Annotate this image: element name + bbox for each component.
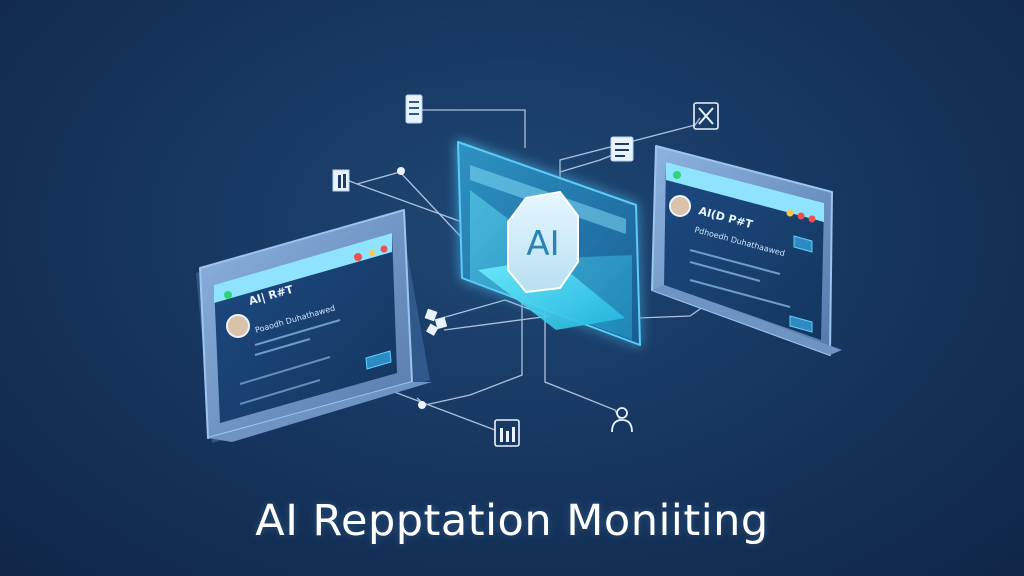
report-icon	[494, 419, 520, 447]
status-dot-icon	[224, 291, 232, 299]
tools-icon	[693, 102, 719, 130]
status-dot-icon	[673, 171, 681, 179]
status-dot-icon	[369, 250, 375, 256]
robot-avatar-icon	[669, 195, 691, 217]
bar-chart-icon	[332, 169, 350, 192]
chat-icon	[610, 136, 634, 162]
person-icon	[611, 407, 633, 433]
right-device: AI(D P#T Pdhoedh Duhathaawed	[651, 145, 842, 356]
status-dot-icon	[786, 209, 794, 217]
robot-avatar-icon	[226, 314, 250, 338]
page-title: AI Repptation Moniiting	[255, 496, 769, 546]
status-dot-icon	[797, 212, 805, 220]
status-dot-icon	[354, 253, 362, 261]
status-dot-icon	[808, 215, 816, 223]
central-ai-panel: AI	[457, 141, 641, 346]
ai-badge-icon: AI	[507, 190, 579, 294]
network-nodes-icon	[424, 308, 448, 336]
status-dot-icon	[380, 245, 388, 253]
document-icon	[405, 94, 423, 124]
ai-badge-text: AI	[526, 224, 559, 264]
left-device: AI| R#T Poaodh Duhathawed	[196, 209, 432, 443]
